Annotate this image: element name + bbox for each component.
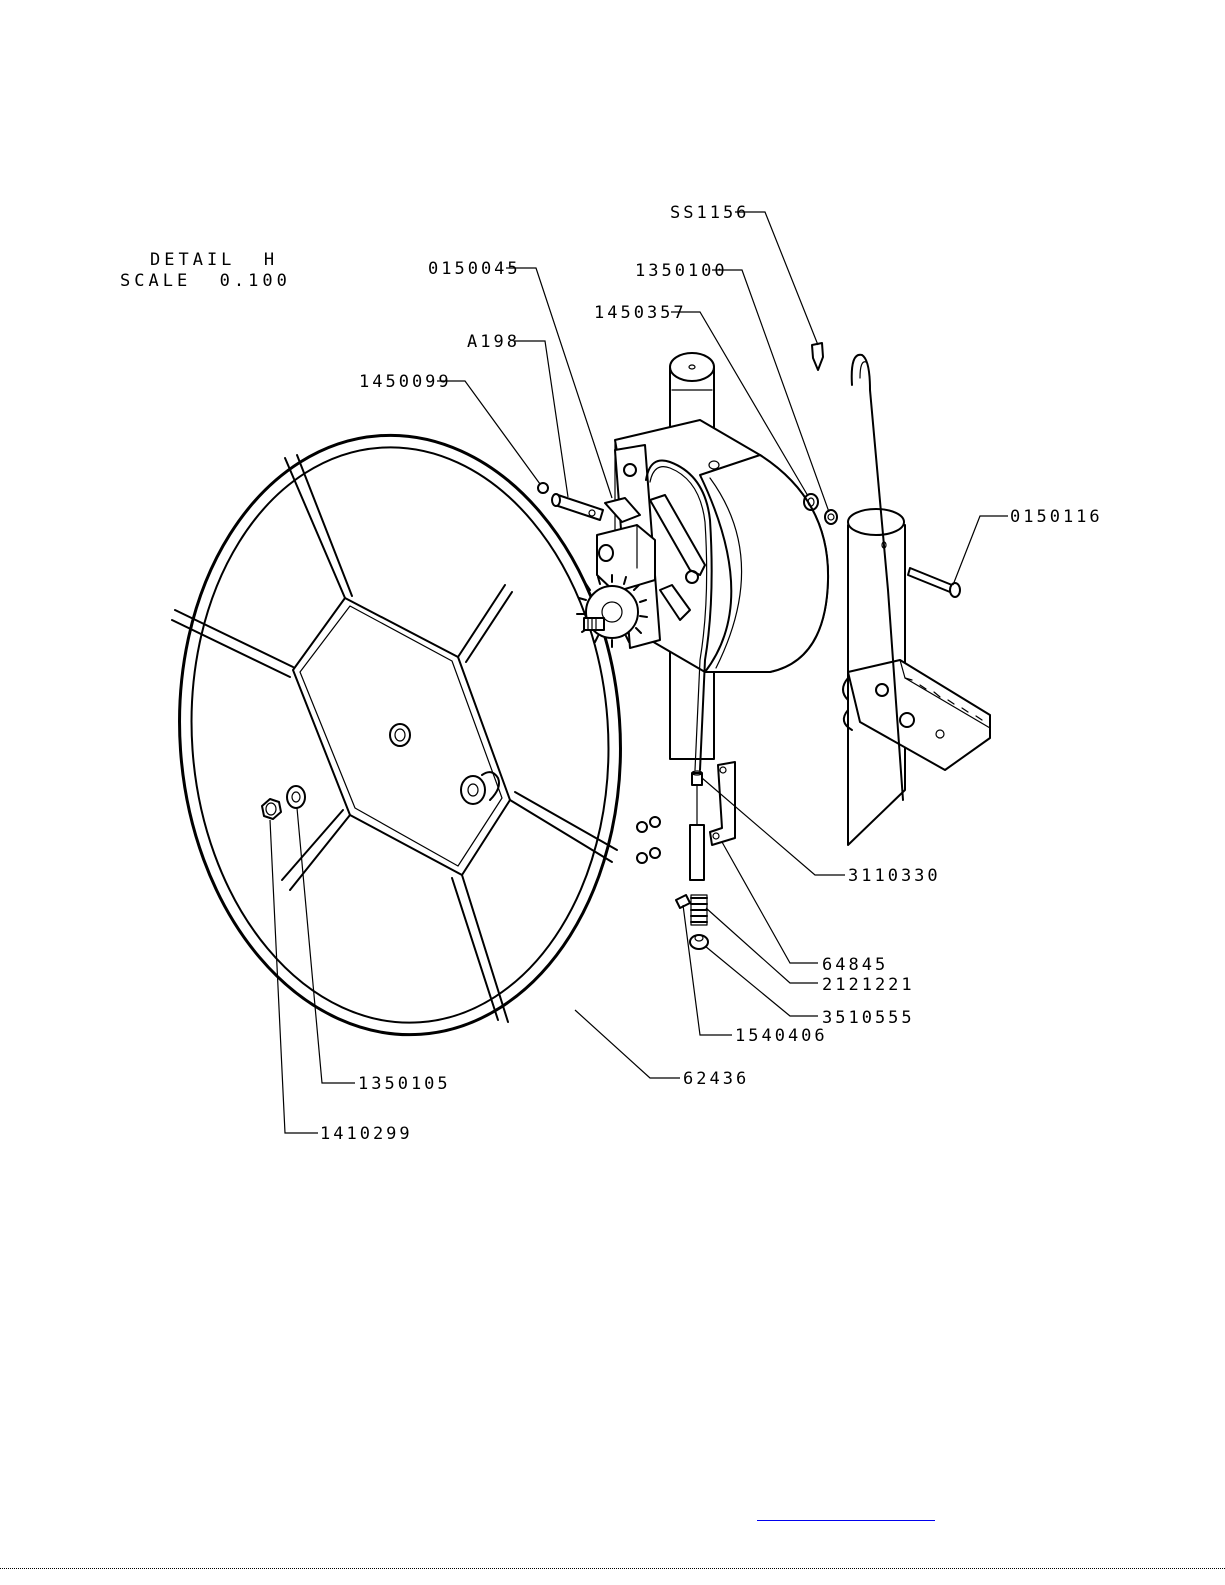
part-label: 2121221 [822,975,915,995]
part-label: SS1156 [670,203,749,223]
part-label: A198 [467,332,520,352]
part-label: 1450099 [359,372,452,392]
detail-scale: SCALE 0.100 [120,271,291,291]
detail-title: DETAIL H [150,250,278,270]
part-label: 64845 [822,955,888,975]
page-bottom-rule [0,1568,1225,1569]
part-label: 1350100 [635,261,728,281]
part-label: 0150116 [1010,507,1103,527]
washer-1350100 [825,510,837,524]
mounting-post [843,509,990,845]
part-label: 62436 [683,1069,749,1089]
reel-wheel [160,420,641,1049]
washer-1350105 [287,786,305,808]
pin-A198 [552,494,603,520]
part-label: 0150045 [428,259,521,279]
part-label: 3510555 [822,1008,915,1028]
footer-link[interactable] [757,1506,935,1521]
part-label: 1450357 [594,303,687,323]
cotter-1450099 [538,483,548,493]
part-label: 3110330 [848,866,941,886]
lockpin-SS1156 [812,343,823,370]
bolt-0150116 [908,568,960,597]
part-label: 1540406 [735,1026,828,1046]
part-label: 1350105 [358,1074,451,1094]
small-nuts [637,817,660,863]
nut-1410299 [262,799,281,819]
part-label: 1410299 [320,1124,413,1144]
